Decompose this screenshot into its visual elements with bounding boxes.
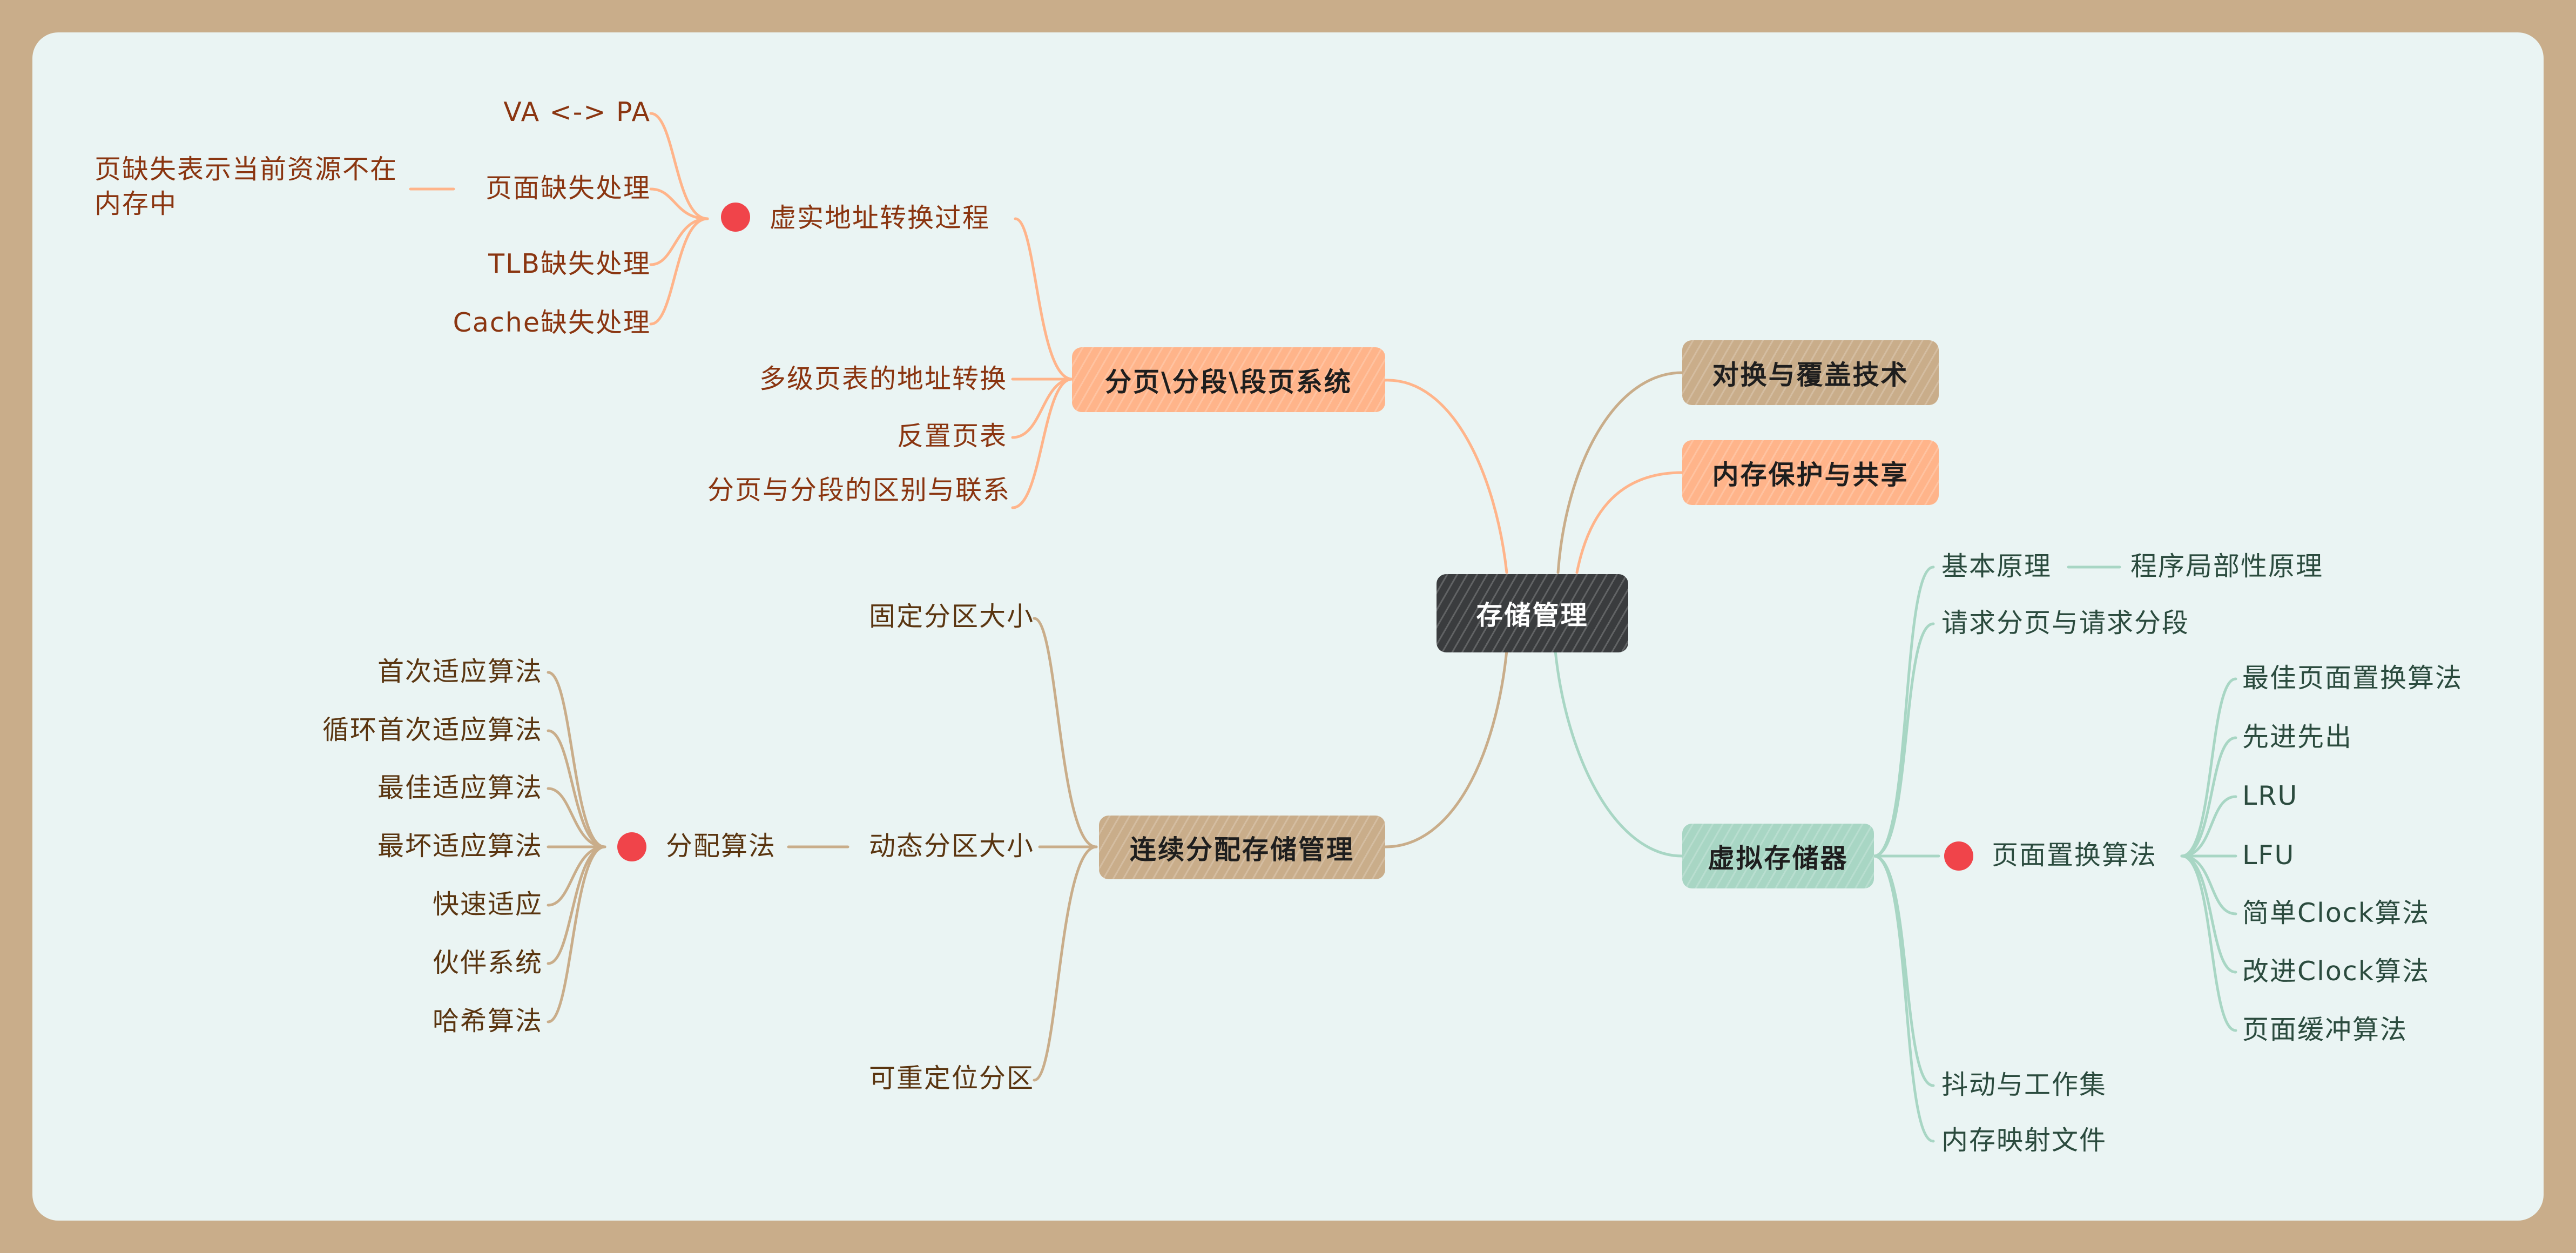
marker-dot: [617, 832, 646, 861]
label-memory-mapped-files[interactable]: 内存映射文件: [1941, 1125, 2107, 1156]
label-multilevel-page-table[interactable]: 多级页表的地址转换: [759, 363, 1007, 394]
alloc-item[interactable]: 首次适应算法: [377, 656, 543, 687]
marker-dot: [1944, 841, 1973, 871]
link-root-contiguous: [1384, 649, 1508, 848]
link-trans-va: [649, 112, 709, 220]
label-fixed-partition[interactable]: 固定分区大小: [868, 601, 1034, 632]
label-demand-paging[interactable]: 请求分页与请求分段: [1941, 608, 2190, 638]
alloc-item[interactable]: 循环首次适应算法: [322, 715, 543, 745]
alloc-item[interactable]: 伙伴系统: [432, 947, 543, 978]
label-va-pa[interactable]: VA <-> PA: [503, 97, 651, 127]
replace-item[interactable]: LRU: [2242, 780, 2298, 811]
link-rep-0: [2180, 677, 2237, 858]
link-virt-basic: [1872, 565, 1935, 858]
replace-item[interactable]: 简单Clock算法: [2242, 898, 2430, 928]
link-alloc-1: [547, 729, 606, 848]
alloc-item[interactable]: 快速适应: [432, 889, 543, 920]
node-memory-protection[interactable]: 内存保护与共享: [1682, 440, 1939, 505]
link-rep-6: [2180, 854, 2237, 1032]
link-rep-1: [2180, 736, 2237, 858]
link-trans-tlb: [649, 217, 709, 266]
link-alloc-2: [547, 787, 606, 848]
node-contiguous-allocation[interactable]: 连续分配存储管理: [1099, 816, 1385, 879]
link-rep-5: [2180, 854, 2237, 974]
node-swap-overlay[interactable]: 对换与覆盖技术: [1682, 340, 1939, 405]
label-address-translation[interactable]: 虚实地址转换过程: [770, 203, 990, 233]
link-root-protect: [1575, 471, 1684, 574]
label-tlb-miss[interactable]: TLB缺失处理: [488, 248, 651, 279]
alloc-item[interactable]: 最佳适应算法: [377, 772, 543, 803]
label-basic-principle[interactable]: 基本原理: [1941, 551, 2052, 582]
link-cont-fixed: [1033, 617, 1098, 848]
link-virt-demand: [1872, 622, 1935, 858]
label-thrashing-working-set[interactable]: 抖动与工作集: [1941, 1069, 2107, 1100]
link-rep-2: [2180, 795, 2237, 858]
marker-dot: [721, 203, 750, 232]
replace-item[interactable]: 改进Clock算法: [2242, 956, 2430, 987]
link-alloc-0: [547, 671, 606, 848]
alloc-item[interactable]: 哈希算法: [432, 1006, 543, 1036]
node-virtual-memory[interactable]: 虚拟存储器: [1682, 824, 1874, 888]
label-locality-principle[interactable]: 程序局部性原理: [2130, 551, 2324, 582]
alloc-item[interactable]: 最坏适应算法: [377, 831, 543, 861]
link-virt-mmap: [1872, 854, 1935, 1143]
link-alloc-4: [547, 845, 606, 907]
link-paging-translation: [1014, 217, 1074, 381]
link-root-paging: [1384, 379, 1508, 574]
replace-item[interactable]: LFU: [2242, 840, 2295, 871]
link-paging-inverted: [1011, 378, 1074, 439]
replace-item[interactable]: 最佳页面置换算法: [2242, 663, 2463, 693]
link-alloc-6: [547, 845, 606, 1023]
root-node[interactable]: 存储管理: [1437, 574, 1628, 652]
label-page-fault[interactable]: 页面缺失处理: [485, 173, 651, 204]
replace-item[interactable]: 页面缓冲算法: [2242, 1014, 2408, 1045]
node-paging-system[interactable]: 分页\分段\段页系统: [1072, 347, 1385, 412]
link-root-swap: [1556, 371, 1684, 574]
label-allocation-algorithms[interactable]: 分配算法: [666, 831, 777, 861]
link-cont-reloc: [1033, 845, 1098, 1082]
link-rep-4: [2180, 854, 2237, 915]
label-page-fault-note[interactable]: 页缺失表示当前资源不在内存中: [95, 154, 398, 219]
link-trans-pagefault: [649, 187, 709, 220]
label-cache-miss[interactable]: Cache缺失处理: [453, 307, 651, 338]
mindmap-canvas: [32, 32, 2544, 1221]
link-trans-cache: [649, 217, 709, 326]
link-paging-diff: [1011, 378, 1074, 509]
link-alloc-5: [547, 845, 606, 965]
label-paging-vs-segmentation[interactable]: 分页与分段的区别与联系: [707, 475, 1011, 506]
label-relocatable-partition[interactable]: 可重定位分区: [868, 1063, 1034, 1094]
label-inverted-page-table[interactable]: 反置页表: [896, 421, 1007, 452]
label-dynamic-partition[interactable]: 动态分区大小: [868, 831, 1034, 861]
label-page-replacement[interactable]: 页面置换算法: [1992, 840, 2157, 871]
link-root-virtual: [1554, 649, 1684, 858]
replace-item[interactable]: 先进先出: [2242, 722, 2353, 752]
